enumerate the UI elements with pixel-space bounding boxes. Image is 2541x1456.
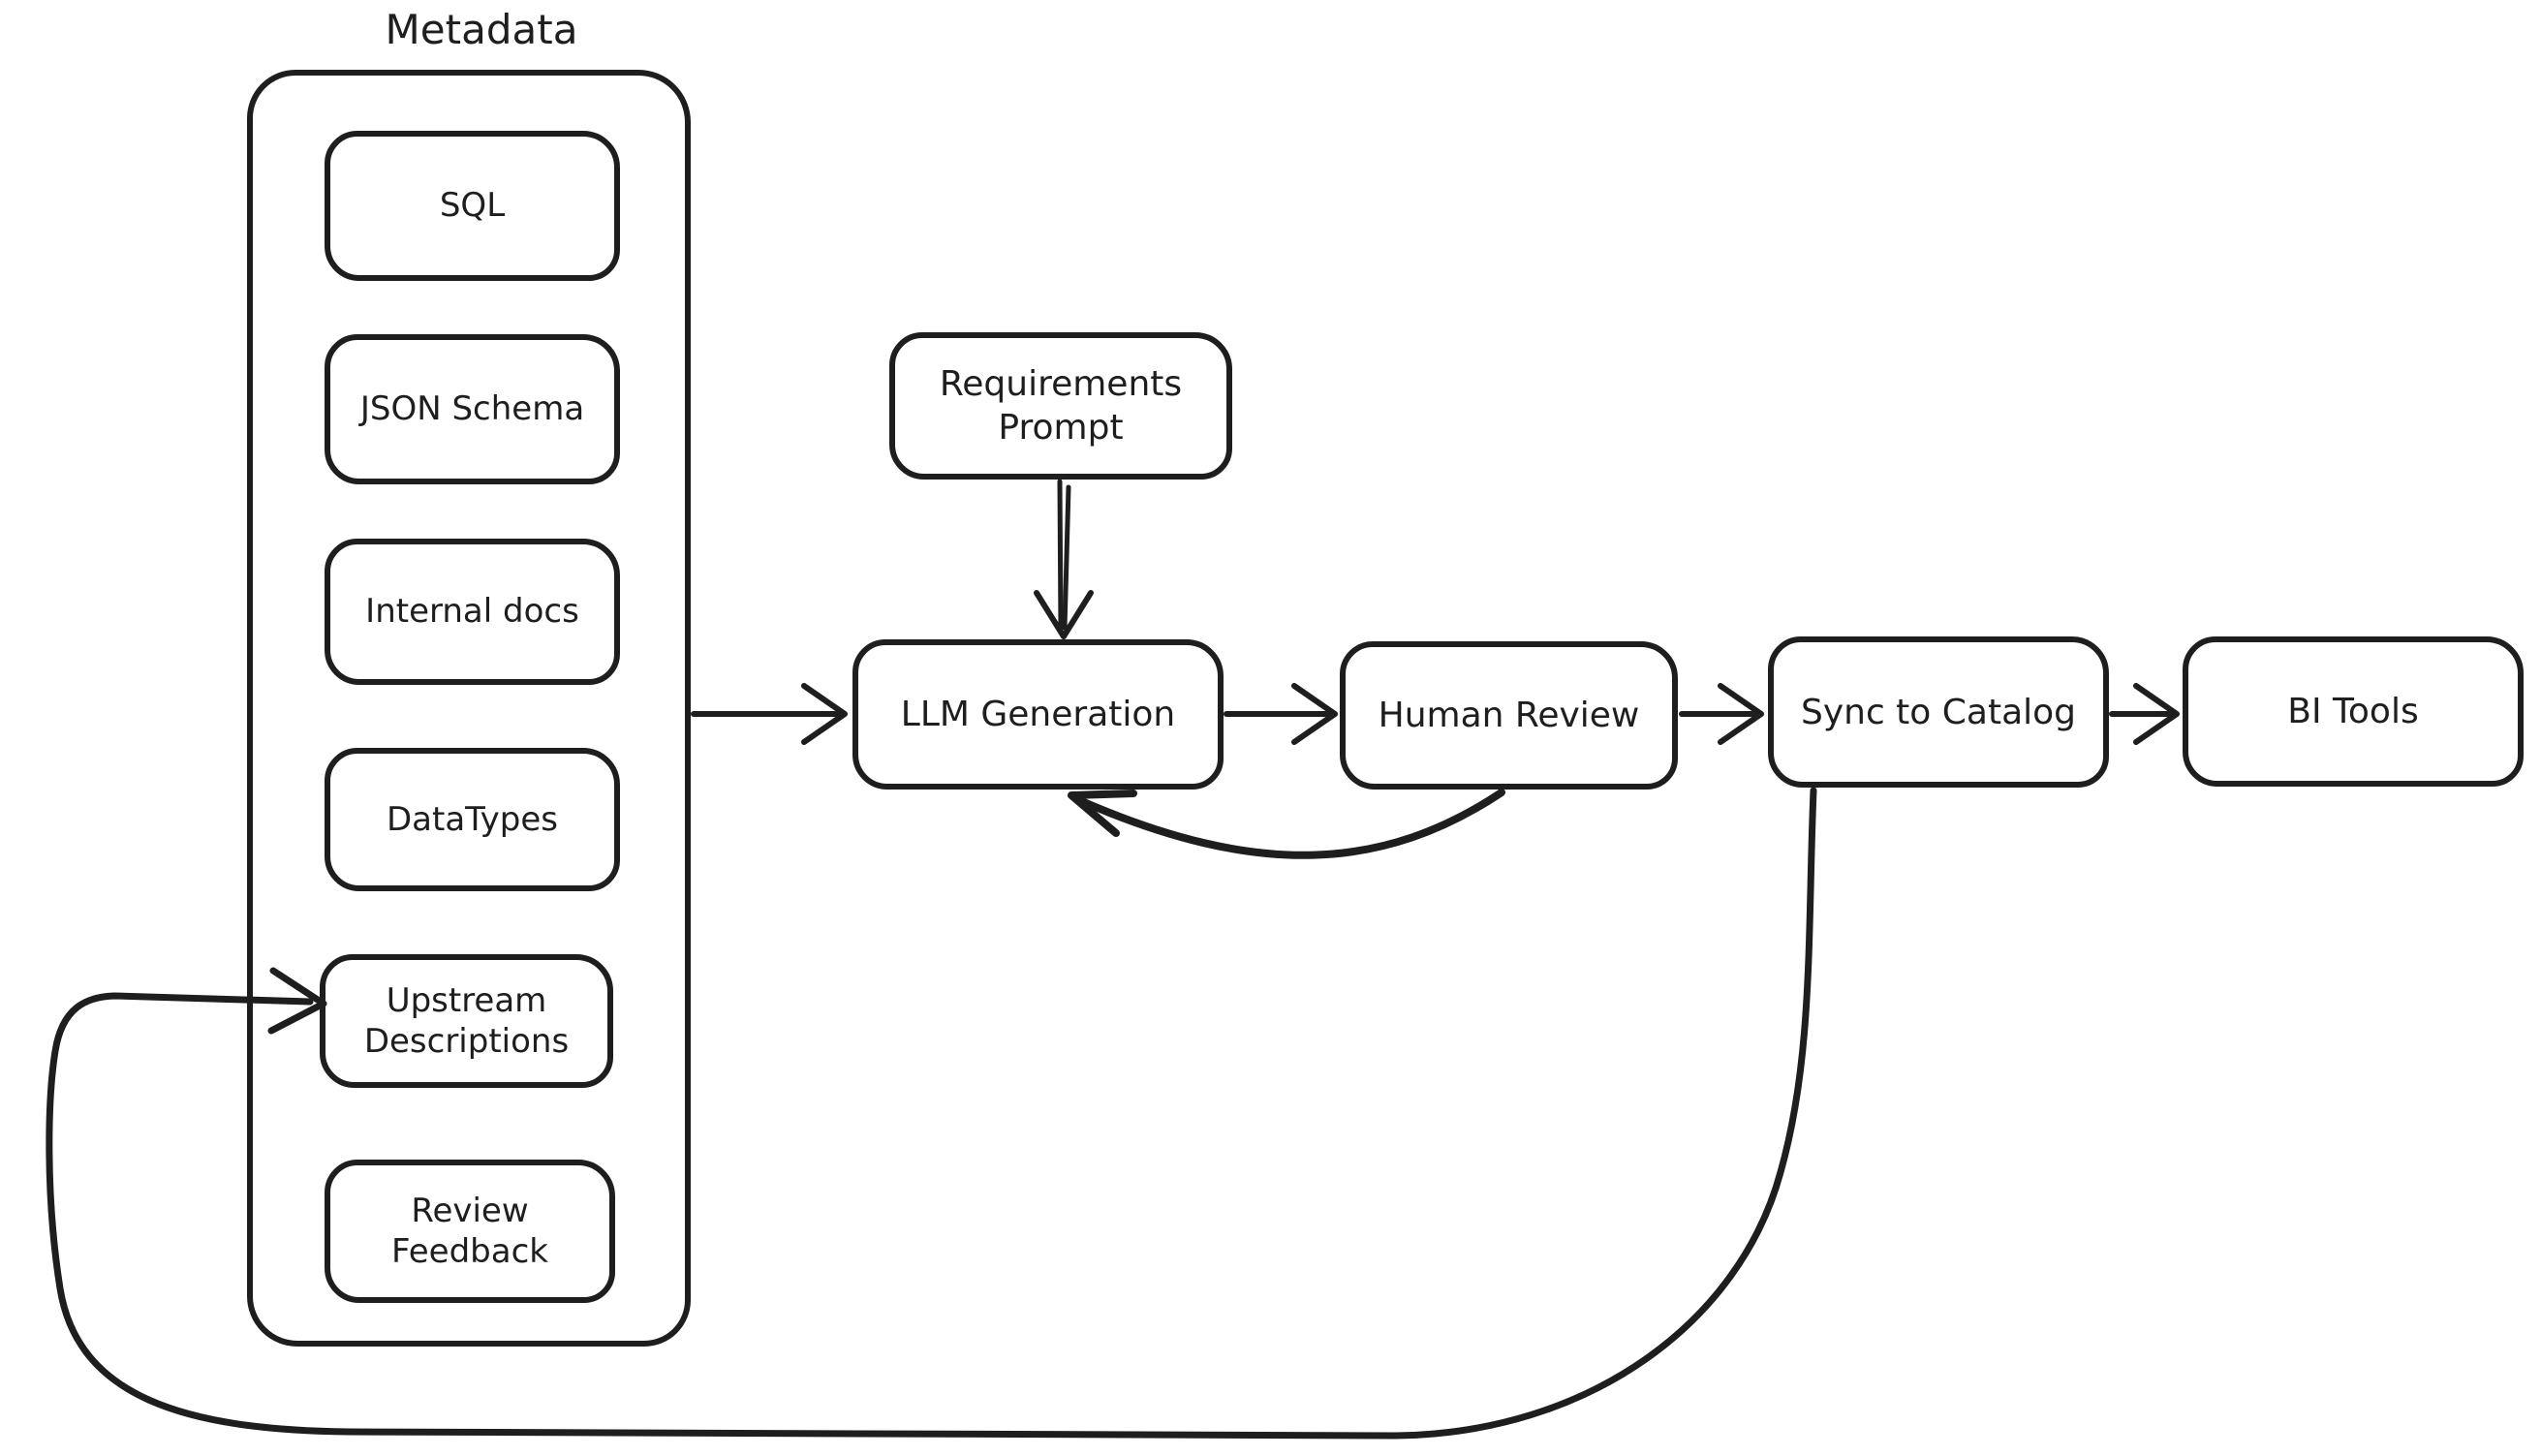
node-requirements-prompt: Requirements Prompt [889, 332, 1232, 480]
node-datatypes-label: DataTypes [387, 799, 558, 839]
node-human-review-label: Human Review [1378, 696, 1640, 735]
node-sync-to-catalog: Sync to Catalog [1768, 636, 2109, 788]
node-sync-to-catalog-label: Sync to Catalog [1800, 692, 2077, 732]
node-sql-label: SQL [439, 186, 506, 226]
node-upstream-descriptions: Upstream Descriptions [320, 954, 613, 1088]
node-upstream-descriptions-label: Upstream Descriptions [363, 980, 570, 1062]
node-llm-generation: LLM Generation [852, 639, 1224, 790]
edge-llm-generation-to-human-review [1224, 683, 1338, 745]
metadata-group-title: Metadata [385, 6, 578, 53]
edge-human-review-to-sync-to-catalog [1679, 683, 1764, 745]
node-internal-docs: Internal docs [325, 539, 620, 685]
edge-human-review-to-llm-generation-feedback [1068, 789, 1505, 859]
node-json-schema-label: JSON Schema [359, 389, 585, 429]
edge-sync-to-catalog-to-bi-tools [2109, 683, 2180, 745]
node-requirements-prompt-label: Requirements Prompt [939, 364, 1183, 448]
edge-requirements-prompt-to-llm-generation [1034, 479, 1094, 639]
node-datatypes: DataTypes [325, 748, 620, 891]
node-bi-tools: BI Tools [2183, 636, 2524, 787]
node-review-feedback: Review Feedback [325, 1160, 615, 1303]
node-human-review: Human Review [1340, 641, 1678, 790]
node-internal-docs-label: Internal docs [365, 592, 579, 632]
node-review-feedback-label: Review Feedback [391, 1191, 548, 1272]
node-bi-tools-label: BI Tools [2287, 692, 2419, 731]
edge-metadata-to-llm-generation [691, 683, 848, 745]
node-json-schema: JSON Schema [325, 334, 620, 484]
node-sql: SQL [325, 131, 620, 281]
node-llm-generation-label: LLM Generation [900, 695, 1176, 734]
